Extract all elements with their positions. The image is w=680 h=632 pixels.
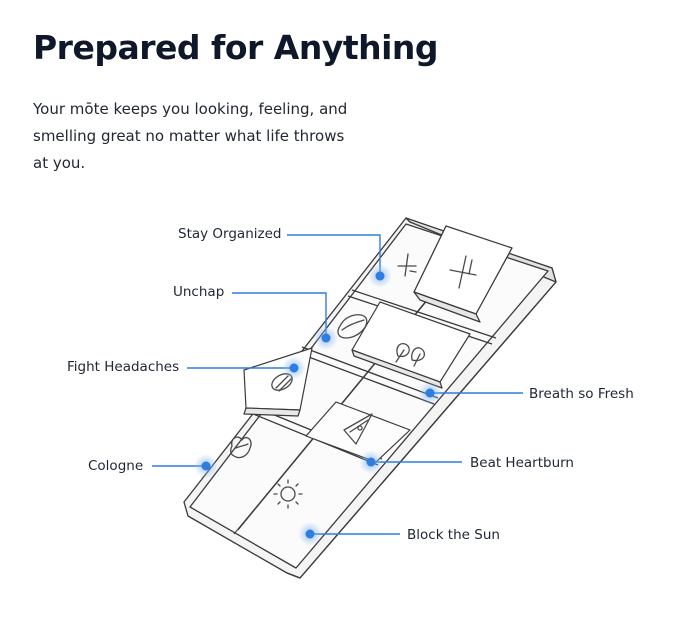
hotspots: [194, 264, 442, 546]
hotspot-unchap: [314, 326, 338, 350]
hotspot-cologne: [194, 454, 218, 478]
label-beat-heartburn: Beat Heartburn: [470, 455, 574, 471]
hotspot-beat-heartburn: [359, 450, 383, 474]
mint-leaves-icon: [395, 342, 426, 367]
pizza-slice-icon: [343, 413, 373, 445]
hotspot-fight-headaches: [282, 356, 306, 380]
mote-case-illustration: [152, 217, 557, 579]
plus-one-icon: [449, 255, 477, 289]
spray-icon: [230, 436, 252, 459]
leader-stay-organized: [287, 234, 381, 276]
label-fight-headaches: Fight Headaches: [67, 359, 180, 375]
plus-half-icon: [397, 253, 417, 277]
label-block-the-sun: Block the Sun: [407, 527, 500, 543]
page-title: Prepared for Anything: [33, 28, 439, 67]
intro-text: Your mōte keeps you looking, feeling, an…: [33, 100, 348, 172]
hotspot-block-the-sun: [298, 522, 322, 546]
hotspot-stay-organized: [368, 264, 392, 288]
label-breath-so-fresh: Breath so Fresh: [529, 386, 634, 402]
label-cologne: Cologne: [88, 458, 144, 474]
sun-icon: [273, 479, 303, 509]
label-unchap: Unchap: [173, 284, 225, 300]
lips-icon: [337, 314, 368, 339]
hotspot-breath-so-fresh: [418, 381, 442, 405]
label-stay-organized: Stay Organized: [178, 226, 282, 242]
product-diagram: Stay Organized Unchap Fight Headaches Br…: [0, 200, 680, 627]
leader-unchap: [232, 292, 327, 338]
